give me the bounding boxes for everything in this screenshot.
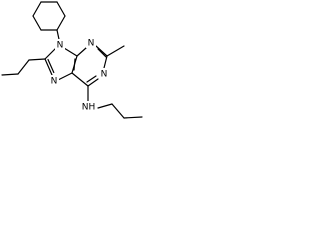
bond	[111, 103, 125, 119]
bond	[57, 72, 73, 81]
bond	[97, 103, 113, 109]
bond	[95, 45, 108, 57]
atom-label: NH	[82, 103, 96, 113]
bond	[103, 55, 108, 69]
bond	[71, 72, 89, 87]
bond	[87, 78, 99, 87]
bond	[63, 47, 78, 57]
atom-n7: N	[49, 75, 59, 87]
imidazole-ring	[44, 47, 78, 81]
bond	[76, 47, 87, 57]
bond	[32, 15, 42, 31]
bond	[44, 47, 57, 60]
bond	[123, 116, 143, 119]
bond	[56, 15, 66, 31]
cyclohexyl-ring	[32, 1, 66, 31]
bond	[44, 58, 53, 76]
molecule-svg: N N N N NH	[1, 1, 143, 119]
molecule-diagram: N N N N NH	[0, 0, 150, 125]
atom-bg	[49, 75, 59, 86]
propyl-chain-nh	[97, 103, 143, 119]
atom-bg	[80, 101, 97, 113]
atom-label: N	[88, 39, 95, 49]
atom-bg	[55, 39, 65, 50]
atom-n3: N	[86, 37, 96, 49]
pyrimidine-ring	[71, 45, 108, 87]
bond	[28, 58, 46, 61]
atom-n1: N	[99, 68, 109, 80]
bond-double	[97, 48, 107, 58]
bond	[1, 73, 19, 76]
atom-bg	[99, 68, 109, 79]
atom-n9: N	[55, 39, 65, 51]
atom-bg	[86, 37, 96, 48]
atom-label: N	[51, 77, 58, 87]
bond	[17, 59, 30, 75]
atom-nh: NH	[80, 101, 97, 113]
bond	[32, 1, 42, 17]
atom-label: N	[57, 41, 64, 51]
propyl-chain-c8	[1, 58, 46, 76]
bond-double	[47, 58, 55, 74]
atom-label: N	[101, 70, 108, 80]
bond-double	[73, 58, 76, 71]
bond-double	[86, 75, 97, 83]
bond-methyl	[106, 45, 125, 57]
bond	[56, 1, 66, 17]
